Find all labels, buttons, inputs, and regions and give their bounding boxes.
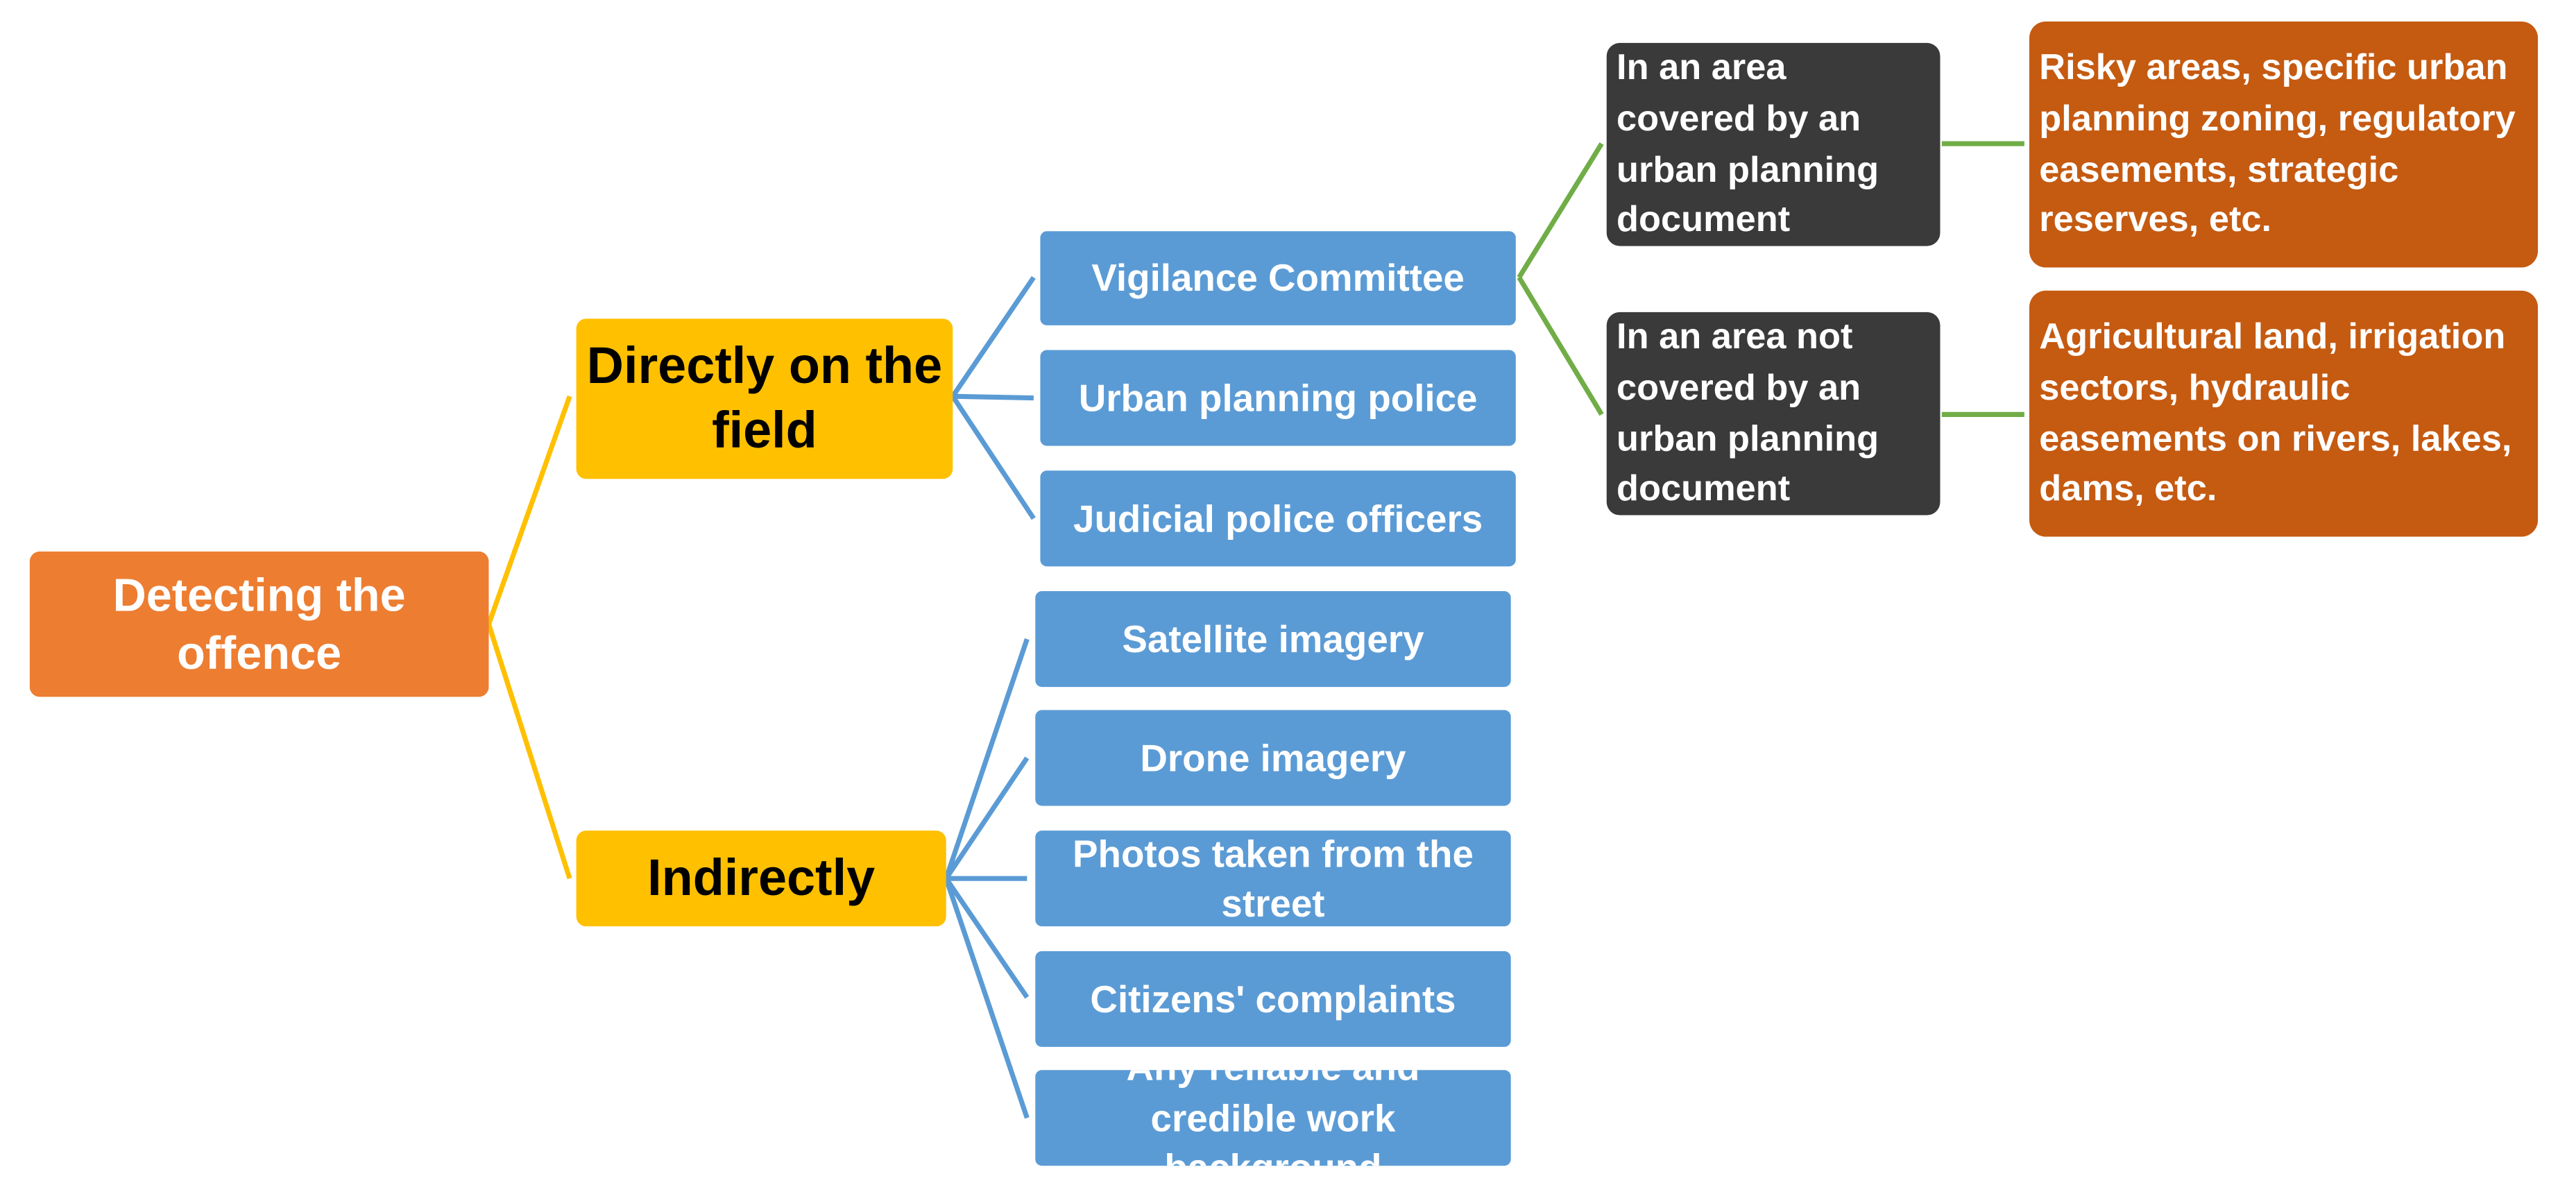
connector-vigilance-not-covered <box>1517 275 1604 416</box>
connector-direct-vigilance <box>950 275 1036 398</box>
branch-direct: Directly on the field <box>576 318 953 479</box>
root-node: Detecting the offence <box>29 551 489 697</box>
item-vigilance-committee: Vigilance Committee <box>1040 231 1516 325</box>
item-label: Urban planning police <box>1078 375 1478 419</box>
item-label: Citizens' complaints <box>1090 977 1456 1020</box>
item-satellite-imagery: Satellite imagery <box>1035 591 1511 688</box>
item-citizens-complaints: Citizens' complaints <box>1035 951 1511 1047</box>
area-examples-label: Agricultural land, irrigation sectors, h… <box>2039 315 2512 509</box>
connector-indirect-drone <box>944 756 1030 880</box>
item-work-background: Any reliable and credible work backgroun… <box>1035 1070 1511 1166</box>
connector-indirect-background <box>944 878 1030 1119</box>
branch-direct-label: Directly on the field <box>586 336 943 459</box>
connector-direct-judicial <box>950 395 1036 520</box>
item-label: Drone imagery <box>1140 735 1406 779</box>
connector-vigilance-covered <box>1517 142 1604 279</box>
area-not-covered: In an area not covered by an urban plann… <box>1606 312 1940 516</box>
detail-covered: Risky areas, specific urban planning zon… <box>2029 21 2539 268</box>
root-label: Detecting the offence <box>112 570 406 679</box>
item-label: Photos taken from the street <box>1073 831 1474 925</box>
item-urban-planning-police: Urban planning police <box>1040 350 1516 446</box>
branch-indirect: Indirectly <box>576 831 946 927</box>
area-condition-label: In an area covered by an urban planning … <box>1617 46 1879 240</box>
connector-indirect-satellite <box>944 638 1030 880</box>
connector-root-direct <box>486 395 572 625</box>
area-condition-label: In an area not covered by an urban plann… <box>1617 315 1879 509</box>
item-judicial-police-officers: Judicial police officers <box>1040 470 1516 567</box>
connector-root-indirect <box>486 623 572 880</box>
item-label: Any reliable and credible work backgroun… <box>1127 1070 1420 1166</box>
item-street-photos: Photos taken from the street <box>1035 831 1511 927</box>
area-examples-label: Risky areas, specific urban planning zon… <box>2039 46 2516 240</box>
connector-direct-police <box>953 393 1034 401</box>
branch-indirect-label: Indirectly <box>647 848 876 906</box>
area-covered: In an area covered by an urban planning … <box>1606 42 1940 246</box>
item-drone-imagery: Drone imagery <box>1035 710 1511 806</box>
detail-not-covered: Agricultural land, irrigation sectors, h… <box>2029 290 2539 537</box>
item-label: Judicial police officers <box>1073 496 1483 540</box>
item-label: Vigilance Committee <box>1091 256 1465 300</box>
connector-indirect-complaints <box>944 877 1030 999</box>
item-label: Satellite imagery <box>1122 617 1424 661</box>
